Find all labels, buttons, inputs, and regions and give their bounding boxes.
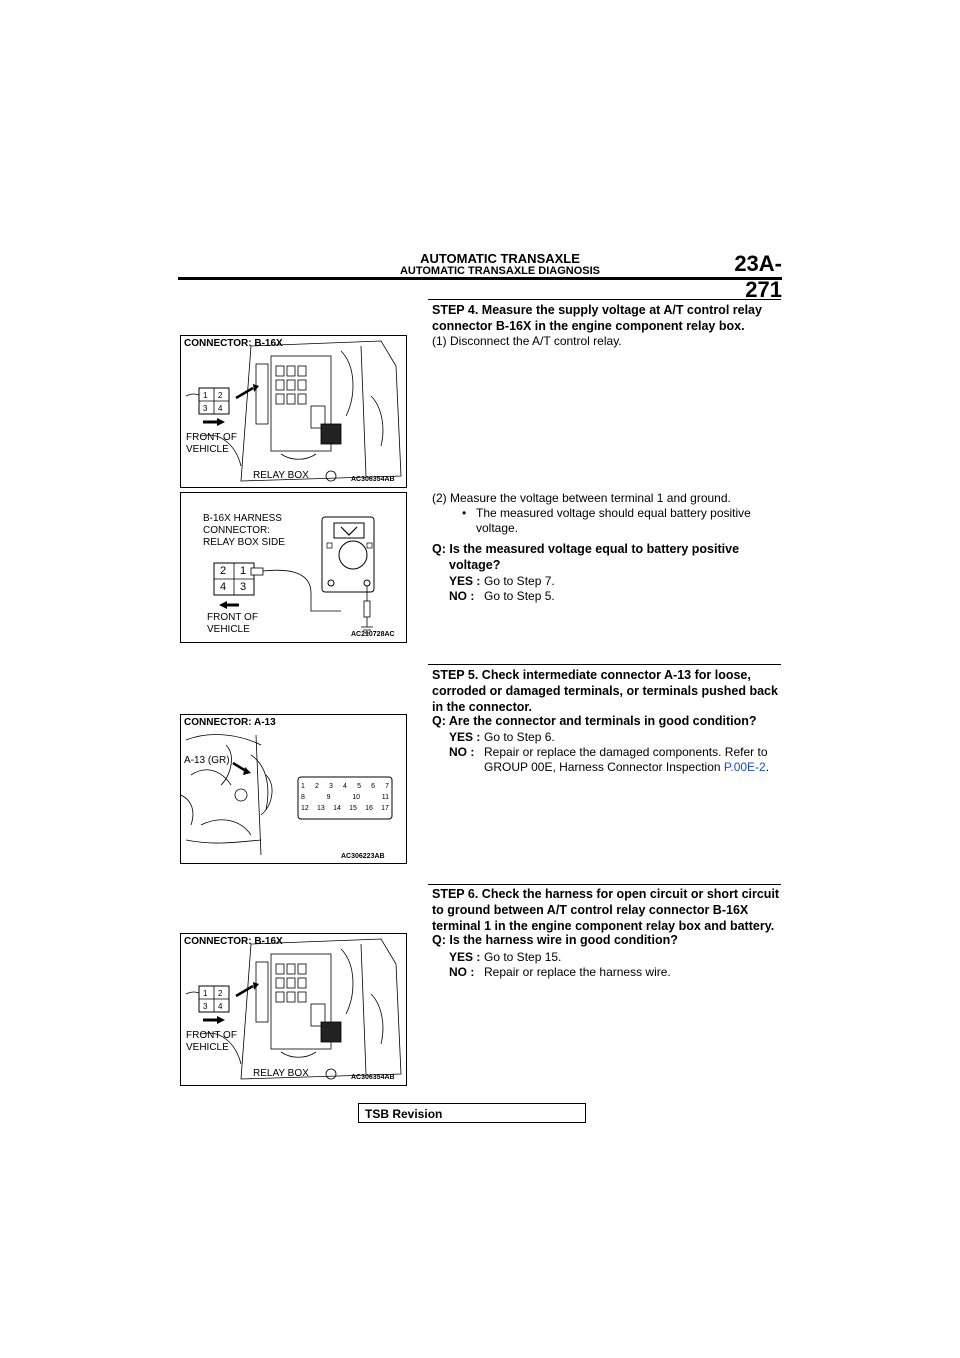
step4-substep-2: (2) Measure the voltage between terminal… (432, 491, 731, 505)
figure-voltmeter: B-16X HARNESS CONNECTOR: RELAY BOX SIDE … (180, 492, 407, 643)
pin: 2 (315, 783, 319, 790)
pin: 10 (352, 794, 361, 801)
step6-title: STEP 6. Check the harness for open circu… (432, 887, 780, 933)
pin-1: 1 (203, 989, 208, 998)
step5-title: STEP 5. Check intermediate connector A-1… (432, 668, 778, 714)
step-divider (428, 299, 781, 300)
harness-label-2: CONNECTOR: (203, 525, 271, 536)
front-of-vehicle-label: FRONT OF (186, 1030, 237, 1041)
pin: 5 (357, 783, 361, 790)
step5-question: Q: Are the connector and terminals in go… (432, 714, 757, 728)
pin-3: 3 (240, 581, 247, 593)
front-of-vehicle-label-2: VEHICLE (186, 1042, 229, 1053)
pin-4: 4 (220, 581, 227, 593)
bullet-text: The measured voltage should equal batter… (476, 506, 751, 535)
pin-1: 1 (203, 391, 208, 400)
pin: 9 (326, 794, 331, 801)
harness-label: A-13 (GR) (184, 755, 230, 766)
pin: 1 (301, 783, 305, 790)
pin-2: 2 (218, 989, 223, 998)
figure-code: AC306223AB (341, 853, 385, 860)
pin-2: 2 (218, 391, 223, 400)
relay-box-label: RELAY BOX (253, 470, 309, 481)
front-of-vehicle-label: FRONT OF (207, 612, 258, 623)
pin-3: 3 (203, 404, 208, 413)
step4-no-label: NO : (449, 589, 475, 603)
step4-no-text: Go to Step 5. (484, 589, 555, 603)
connector-a13-illustration (181, 734, 393, 856)
pin: 3 (329, 783, 333, 790)
figure-connector-a13: CONNECTOR: A-13 A-13 (GR) 1 2 3 4 5 6 7 … (180, 714, 407, 864)
bullet-icon: • (462, 506, 467, 520)
front-of-vehicle-label-2: VEHICLE (186, 444, 229, 455)
pin: 17 (381, 805, 389, 812)
pin: 14 (333, 805, 341, 812)
step4-substep-1: (1) Disconnect the A/T control relay. (432, 334, 622, 348)
voltmeter-illustration (213, 516, 375, 634)
step4-yes-text: Go to Step 7. (484, 574, 555, 588)
step6-question: Q: Is the harness wire in good condition… (432, 933, 678, 947)
pin: 7 (385, 783, 389, 790)
pin: 6 (371, 783, 375, 790)
step4-yes-label: YES : (449, 574, 481, 588)
step5-no-text: Repair or replace the damaged components… (484, 745, 770, 774)
harness-label-3: RELAY BOX SIDE (203, 537, 285, 548)
step5-yes-text: Go to Step 6. (484, 730, 555, 744)
step5-yes-label: YES : (449, 730, 481, 744)
front-of-vehicle-label: FRONT OF (186, 432, 237, 443)
pin-4: 4 (218, 404, 223, 413)
pin-2: 2 (220, 565, 227, 577)
step6-no-label: NO : (449, 965, 475, 979)
step5-no-label: NO : (449, 745, 475, 759)
step6-no-text: Repair or replace the harness wire. (484, 965, 671, 979)
figure-relay-box-b16x-2: CONNECTOR: B-16X 1 2 3 4 FRONT OF VEHICL… (180, 933, 407, 1086)
figure-code: AC210728AC (351, 631, 395, 638)
section-subtitle: AUTOMATIC TRANSAXLE DIAGNOSIS (399, 265, 601, 277)
pin-4: 4 (218, 1002, 223, 1011)
pin-1: 1 (240, 565, 247, 577)
step4-question: Q: Is the measured voltage equal to batt… (432, 542, 740, 572)
tsb-revision-box: TSB Revision (358, 1103, 586, 1123)
pin: 16 (365, 805, 373, 812)
step4-title: STEP 4. Measure the supply voltage at A/… (432, 303, 762, 333)
step-divider (428, 664, 781, 665)
connector-label: CONNECTOR: B-16X (184, 338, 283, 349)
pin-3: 3 (203, 1002, 208, 1011)
figure-code: AC306354AB (351, 476, 395, 483)
figure-relay-box-b16x: CONNECTOR: B-16X 1 2 3 4 FRONT OF VEHICL… (180, 335, 407, 488)
section-title: AUTOMATIC TRANSAXLE (420, 251, 580, 266)
figure-code: AC306354AB (351, 1074, 395, 1081)
header-rule (178, 277, 782, 280)
relay-box-label: RELAY BOX (253, 1068, 309, 1079)
pin: 4 (343, 783, 347, 790)
engine-bay-illustration (185, 938, 402, 1080)
pin: 12 (301, 805, 309, 812)
connector-label: CONNECTOR: A-13 (184, 717, 276, 728)
engine-bay-illustration (185, 340, 402, 482)
harness-label-1: B-16X HARNESS (203, 513, 282, 524)
step4-bullet: • The measured voltage should equal batt… (462, 506, 786, 536)
step-divider (428, 884, 781, 885)
connector-pin-grid: 1 2 3 4 5 6 7 8 9 10 11 12 13 14 15 16 1… (301, 781, 389, 814)
pin: 11 (381, 794, 389, 801)
front-of-vehicle-label-2: VEHICLE (207, 624, 250, 635)
pin: 13 (317, 805, 325, 812)
step6-yes-label: YES : (449, 950, 481, 964)
connector-label: CONNECTOR: B-16X (184, 936, 283, 947)
reference-link[interactable]: P.00E-2 (723, 760, 766, 774)
pin: 8 (301, 794, 305, 801)
step6-yes-text: Go to Step 15. (484, 950, 562, 964)
page-number: 23A-271 (734, 251, 782, 302)
pin: 15 (349, 805, 357, 812)
